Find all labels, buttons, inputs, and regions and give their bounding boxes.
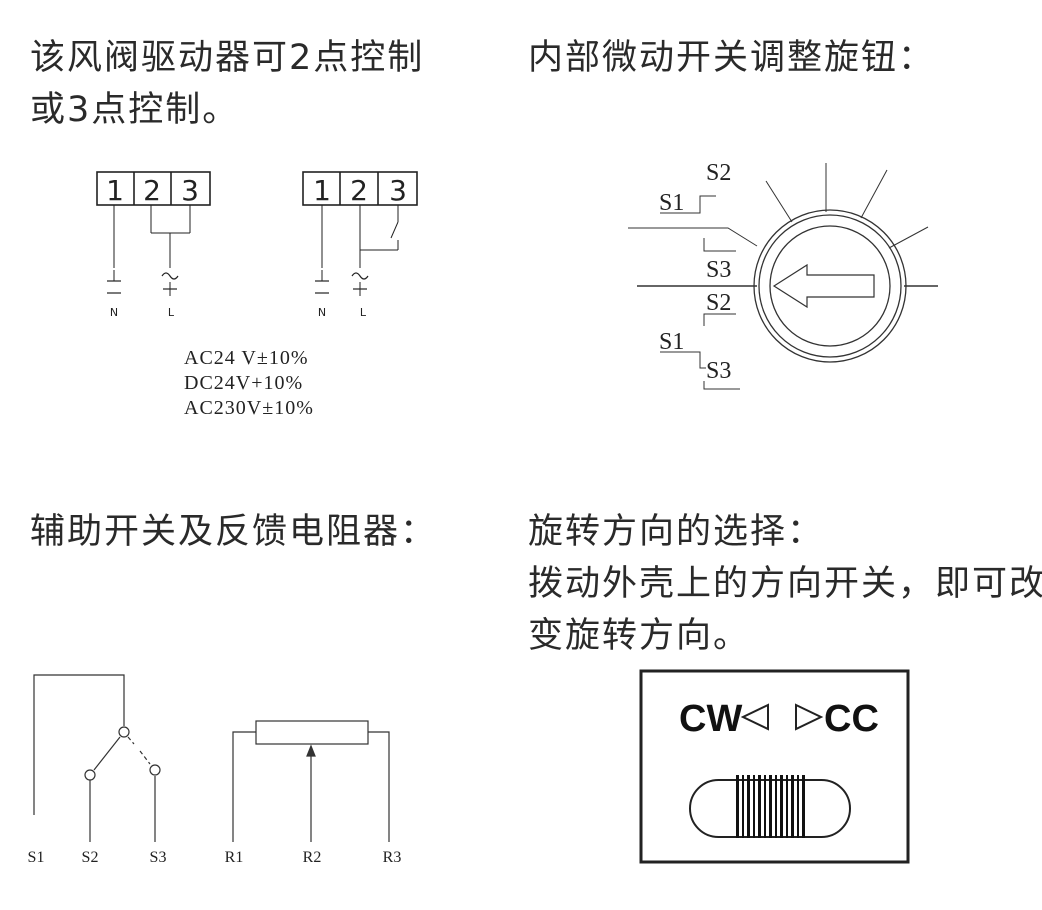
aux-label-s3: S3 [150,849,167,866]
microswitch-heading: 内部微动开关调整旋钮： [528,32,935,84]
voltage-ac230: AC230V±10% [184,397,314,419]
aux-label-s2: S2 [82,849,99,866]
direction-switch-panel [639,669,910,864]
knob-label-s2-bottom: S2 [706,290,731,316]
terminal-right-3: 3 [389,174,407,207]
cc-triangle-icon [795,703,824,731]
cc-label: CC [824,698,879,740]
knob-label-s1-top: S1 [659,190,684,216]
knob-label-s3-bottom: S3 [706,358,731,384]
resistor-label-r1: R1 [225,849,244,866]
feedback-resistor-diagram [232,720,390,842]
knob-label-s3-top: S3 [706,257,731,283]
resistor-body [255,720,369,745]
direction-arrow-icon [772,263,875,309]
aux-heading: 辅助开关及反馈电阻器： [30,506,437,558]
label-right-n: N [318,306,326,319]
terminal-left-3: 3 [181,174,199,207]
rotation-heading: 旋转方向的选择： 拨动外壳上的方向开关，即可改 变旋转方向。 [528,506,1042,662]
rotation-title: 旋转方向的选择： [528,512,825,552]
knob-outer-ring [753,209,907,363]
knob-ring [758,214,902,358]
knob-label-s2-top: S2 [706,160,731,186]
cw-triangle-icon [740,703,769,731]
microswitch-knob-diagram [628,163,938,390]
rotation-line3: 变旋转方向。 [528,616,751,656]
knob-label-s1-bottom: S1 [659,329,684,355]
resistor-label-r2: R2 [303,849,322,866]
terminal-block-right [302,171,418,296]
label-right-l: L [360,306,367,319]
terminal-block-left-frame [96,171,211,206]
control-title-line1: 该风阀驱动器可2点控制 [30,38,425,78]
terminal-left-1: 1 [106,174,124,207]
terminal-block-left [96,171,211,296]
knob-inner [769,225,891,347]
terminal-left-2: 2 [143,174,161,207]
voltage-ac24: AC24 V±10% [184,347,309,369]
voltage-dc24: DC24V+10% [184,372,303,394]
control-title-line2: 或3点控制。 [30,90,240,130]
control-heading: 该风阀驱动器可2点控制 或3点控制。 [30,32,424,136]
terminal-right-2: 2 [350,174,368,207]
aux-label-s1: S1 [28,849,45,866]
resistor-label-r3: R3 [383,849,402,866]
terminal-right-1: 1 [313,174,331,207]
rotation-line2: 拨动外壳上的方向开关，即可改 [528,564,1042,604]
slider-knob [736,775,805,838]
aux-switch-diagram [33,674,161,842]
microswitch-title: 内部微动开关调整旋钮： [528,38,936,78]
aux-title: 辅助开关及反馈电阻器： [30,512,438,552]
cw-label: CW [679,698,742,740]
label-left-n: N [110,306,118,319]
label-left-l: L [168,306,175,319]
